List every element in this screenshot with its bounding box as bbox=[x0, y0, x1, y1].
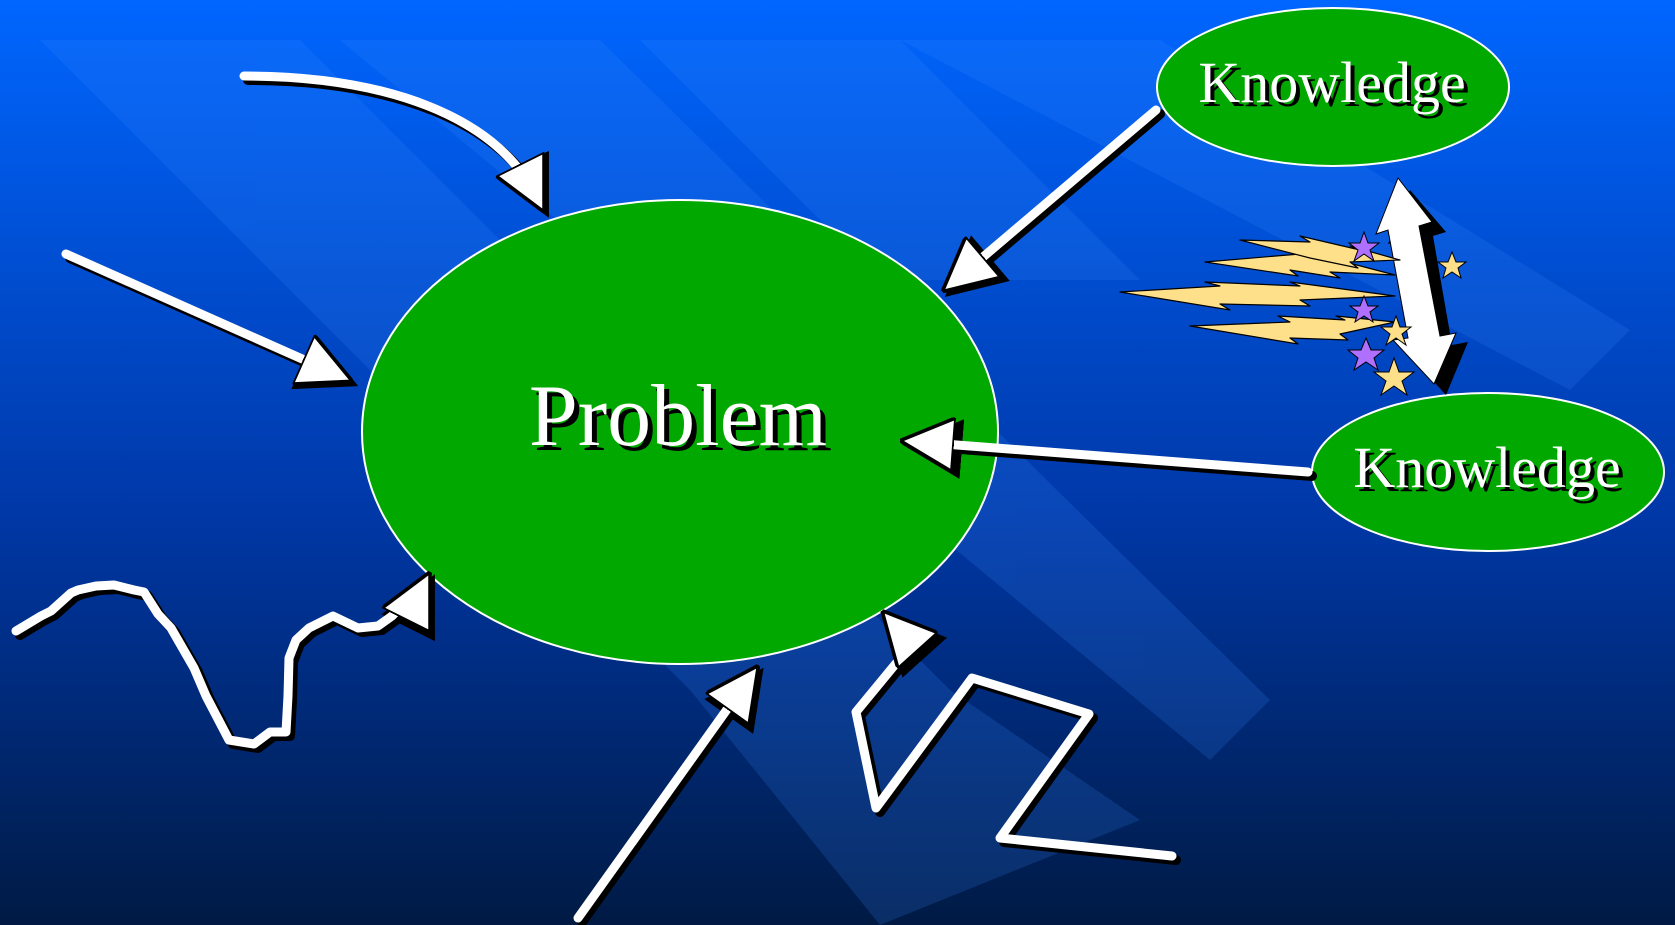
arrow-straight-bottom bbox=[573, 680, 764, 925]
problem-label-shadow: Problem bbox=[534, 373, 832, 470]
arrow-zigzag-bottom bbox=[851, 624, 1181, 865]
knowledge-node-bottom: Knowledge Knowledge bbox=[1311, 392, 1665, 552]
star-icon bbox=[1348, 294, 1380, 324]
arrow-curved-top bbox=[239, 71, 549, 218]
star-icon bbox=[1346, 336, 1386, 372]
star-icon bbox=[1372, 356, 1416, 397]
knowledge-node-top: Knowledge Knowledge bbox=[1156, 7, 1510, 167]
arrow-straight-left bbox=[61, 249, 359, 390]
problem-label: Problem bbox=[529, 368, 827, 465]
star-icon bbox=[1379, 314, 1413, 347]
star-icon bbox=[1436, 250, 1468, 280]
spark-stars bbox=[1346, 230, 1468, 397]
spark-bolts bbox=[1119, 235, 1401, 345]
arrow-from-knowledge-top bbox=[956, 105, 1165, 297]
knowledge-label-top: Knowledge bbox=[1198, 50, 1465, 115]
star-icon bbox=[1347, 230, 1381, 263]
knowledge-label-top-shadow: Knowledge bbox=[1202, 54, 1469, 119]
knowledge-label-bottom: Knowledge bbox=[1353, 435, 1620, 500]
double-arrow-knowledge-link bbox=[1375, 176, 1468, 395]
knowledge-label-bottom-shadow: Knowledge bbox=[1357, 439, 1624, 504]
arrow-from-knowledge-bottom bbox=[918, 442, 1317, 481]
arrow-wavy-bottom-left bbox=[11, 585, 435, 753]
problem-node: Problem Problem bbox=[361, 199, 999, 665]
